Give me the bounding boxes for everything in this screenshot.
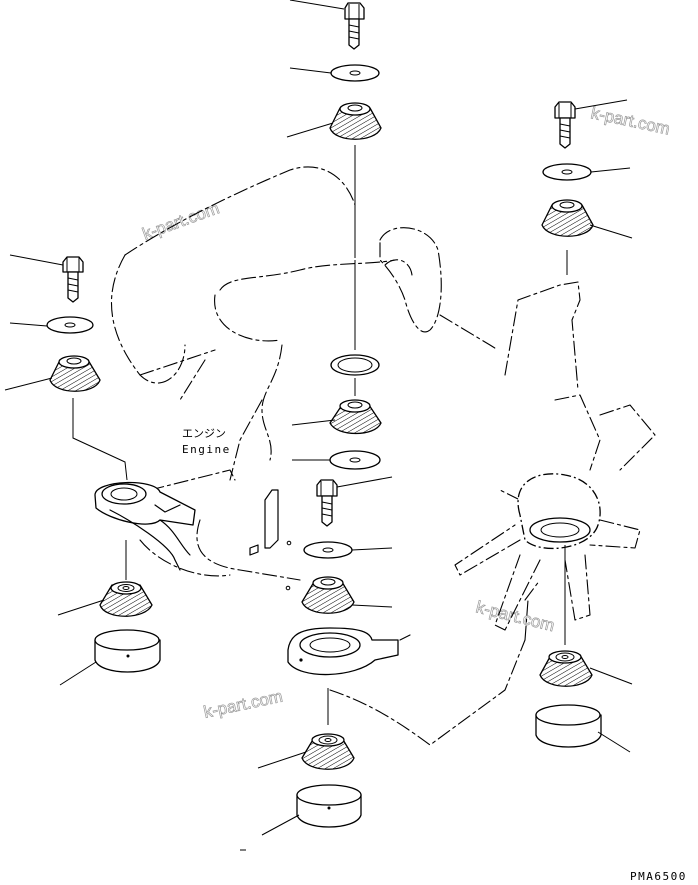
engine-label-jp: エンジン — [182, 427, 226, 440]
right-washer — [542, 163, 592, 181]
engine-label: エンジン Engine — [182, 427, 231, 456]
left-washer — [46, 316, 94, 334]
left-cup — [94, 629, 161, 673]
right-lower-mount — [535, 650, 602, 748]
cooling-fan — [454, 394, 656, 645]
center-lower-mount-stack — [287, 479, 399, 828]
watermark-2: k-part.com — [589, 103, 671, 138]
left-mount-stack — [46, 256, 196, 673]
right-lower-cushion — [539, 650, 593, 687]
center-engine-bracket — [287, 627, 399, 676]
watermark-4: k-part.com — [202, 687, 284, 722]
left-bolt — [62, 256, 84, 303]
drawing-code: PMA6500 — [630, 870, 687, 883]
center-lower-washer — [303, 541, 353, 559]
center-ring-washer — [330, 354, 380, 376]
left-rubber-cushion — [49, 355, 101, 392]
right-rubber-cushion — [541, 199, 594, 237]
center-bolt — [316, 479, 338, 527]
top-bolt — [344, 2, 365, 50]
center-lowest-cushion — [301, 733, 355, 770]
top-center-mount-stack — [329, 2, 382, 470]
right-bolt — [554, 101, 576, 149]
watermarks: k-part.com k-part.com k-part.com k-part.… — [140, 103, 672, 722]
engine-label-en: Engine — [182, 443, 231, 456]
engine-outline — [110, 166, 581, 746]
engine-lug — [249, 489, 292, 591]
center-cup — [296, 784, 362, 828]
watermark-1: k-part.com — [140, 198, 222, 243]
right-mount-stack — [541, 101, 594, 275]
top-rubber-cushion — [329, 102, 382, 140]
left-lower-cushion — [99, 581, 153, 617]
watermark-3: k-part.com — [474, 597, 557, 635]
leader-lines — [4, 0, 633, 851]
center-lower-cushion — [301, 576, 355, 614]
left-engine-bracket — [94, 481, 196, 571]
right-cup — [535, 704, 602, 748]
top-washer — [330, 64, 380, 82]
center-washer — [329, 450, 381, 470]
center-rubber-cushion — [329, 399, 382, 435]
